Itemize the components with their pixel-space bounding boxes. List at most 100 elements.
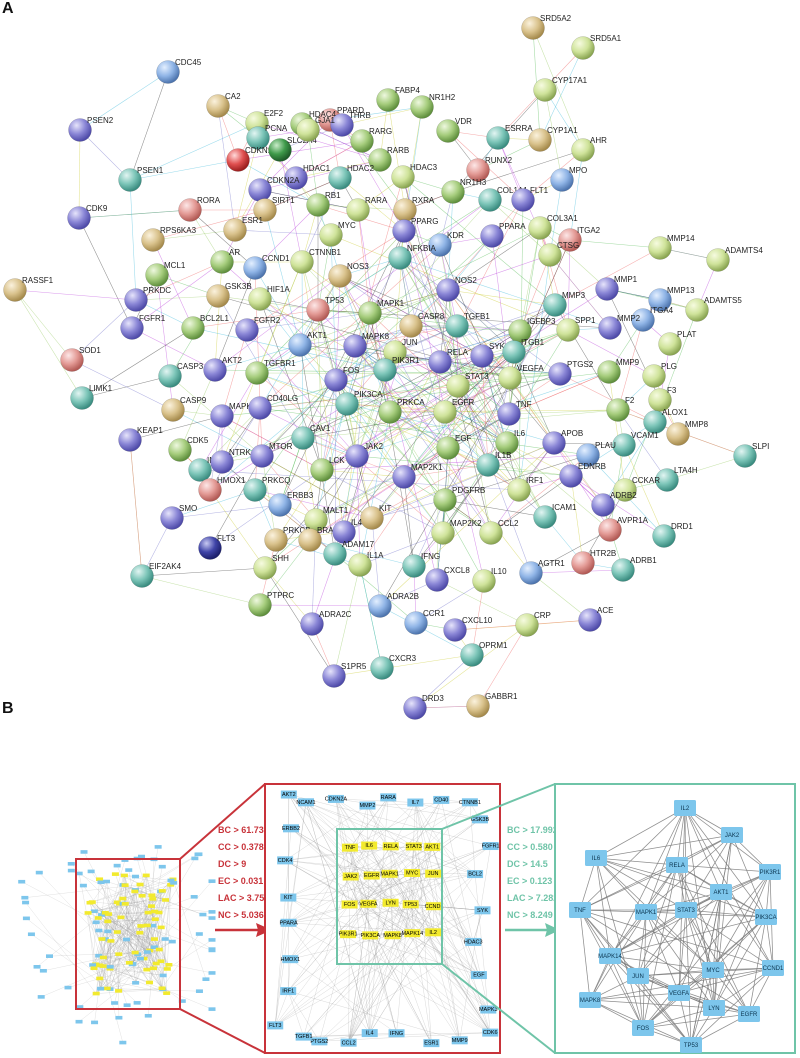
- stage0-edge: [156, 927, 162, 964]
- stage1-edge: [348, 904, 411, 1043]
- ppi-edge: [259, 159, 381, 191]
- stage0-node: [202, 977, 210, 981]
- stage1-edge: [275, 935, 371, 1026]
- ppi-edge: [256, 372, 348, 405]
- stage1-node-box: [433, 795, 450, 804]
- ppi-node-ar: AR: [210, 248, 240, 274]
- stage1-edge: [335, 798, 351, 877]
- ppi-node-label: NOS3: [347, 262, 369, 271]
- ppi-node-ppara: PPARA: [480, 222, 526, 248]
- ppi-node-label: FLT3: [217, 534, 236, 543]
- stage1-edge: [390, 902, 413, 934]
- ppi-edge: [301, 261, 358, 457]
- hub-edge: [684, 807, 767, 918]
- stage1-edge: [410, 904, 483, 911]
- ppi-node-label: PTGS2: [567, 360, 594, 369]
- hub-node-box: [668, 985, 690, 1001]
- hub-edge: [678, 992, 692, 1046]
- ppi-node-itga4: ITGA4: [631, 306, 674, 332]
- ppi-edge: [321, 454, 589, 471]
- ppi-node-label: FABP4: [395, 86, 420, 95]
- ppi-node-s1pr5: S1PR5: [322, 662, 367, 688]
- ppi-edge: [506, 442, 611, 531]
- ppi-edge: [399, 257, 611, 329]
- stage0-edge: [94, 911, 155, 948]
- stage1-edge: [369, 932, 434, 1034]
- hub-node-jak2: JAK2: [721, 827, 743, 843]
- stage0-node: [158, 864, 166, 869]
- stage1-edge: [411, 872, 489, 1010]
- ppi-node-psen1: PSEN1: [118, 166, 164, 192]
- stage0-edge: [106, 881, 119, 991]
- stage1-edge: [410, 802, 416, 905]
- hub-node-pik3ca: PIK3CA: [755, 909, 777, 925]
- ppi-node-tp53: TP53: [306, 296, 345, 322]
- stage0-edge: [122, 898, 213, 950]
- hub-edge: [678, 909, 687, 994]
- hub-node-pik3r1: PIK3R1: [759, 864, 781, 880]
- hub-node-mapk8: MAPK8: [579, 992, 601, 1008]
- stage1-edge: [335, 798, 370, 846]
- stage0-node: [157, 925, 165, 930]
- ppi-edge: [259, 244, 441, 409]
- ppi-node-label: VDR: [455, 117, 472, 126]
- stage1-edge: [392, 935, 491, 1033]
- stage0-node: [117, 915, 125, 920]
- stage0-node: [158, 986, 166, 991]
- hub-node-box: [680, 1037, 702, 1053]
- stage0-edge: [92, 884, 141, 903]
- ppi-edge: [199, 407, 261, 471]
- stage1-node-box: [298, 798, 315, 807]
- hub-edge: [678, 891, 722, 994]
- stage1-node-label: AKT1: [425, 844, 439, 850]
- stage1-edge: [347, 846, 414, 935]
- ppi-node-label: AVPR1A: [617, 516, 649, 525]
- stage0-node: [131, 950, 139, 955]
- hub-edge: [713, 834, 733, 1009]
- ppi-node-label: RELA: [447, 348, 469, 357]
- stage1-node-mapk3: MAPK3: [479, 1005, 498, 1014]
- ppi-node-mcl1: MCL1: [145, 261, 186, 287]
- stage0-node: [67, 862, 75, 866]
- ppi-node-nr1h3: NR1H3: [441, 178, 487, 204]
- stage0-edge: [117, 884, 124, 903]
- ppi-edge: [666, 455, 746, 481]
- ppi-node-label: CDKN1: [245, 146, 273, 155]
- ppi-node-sphere: [376, 88, 400, 112]
- ppi-node-sphere: [210, 250, 234, 274]
- stage1-node-label: PIK3CA: [360, 933, 380, 939]
- stage0-edge: [139, 884, 163, 989]
- ppi-node-sphere: [431, 521, 455, 545]
- ppi-node-label: ESRRA: [505, 124, 533, 133]
- ppi-node-sphere: [571, 138, 595, 162]
- stage1-node-label: FGFR1: [482, 844, 500, 850]
- hub-edge: [685, 909, 767, 918]
- stage1-node-box: [280, 790, 297, 799]
- hub-edge: [579, 807, 686, 911]
- ppi-edge: [369, 312, 508, 444]
- hub-node-box: [599, 948, 621, 964]
- ppi-edge: [79, 129, 131, 181]
- stage0-node: [158, 889, 166, 893]
- ppi-node-sphere: [290, 250, 314, 274]
- stage0-node: [163, 991, 171, 995]
- ppi-node-sphere: [268, 138, 292, 162]
- stage1-edge: [319, 932, 434, 1042]
- ppi-node-cdc45: CDC45: [156, 58, 202, 84]
- ppi-node-kdr: KDR: [428, 231, 464, 257]
- ppi-edge: [359, 532, 444, 566]
- stage0-node: [147, 904, 155, 908]
- stage1-edge: [433, 873, 476, 933]
- stage1-node-box: [384, 931, 401, 940]
- stage0-edge: [98, 882, 174, 956]
- ppi-edge: [256, 309, 319, 374]
- ppi-node-agtr1: AGTR1: [519, 559, 565, 585]
- ppi-node-sphere: [446, 374, 470, 398]
- stage1-edge: [433, 873, 460, 1041]
- ppi-node-label: ADRA2B: [387, 592, 419, 601]
- ppi-edge: [221, 261, 303, 463]
- ppi-node-fgfr1: FGFR1: [120, 314, 166, 340]
- hub-node-jun: JUN: [627, 968, 649, 984]
- stage1-edge: [412, 846, 433, 934]
- stage1-edge: [288, 794, 491, 847]
